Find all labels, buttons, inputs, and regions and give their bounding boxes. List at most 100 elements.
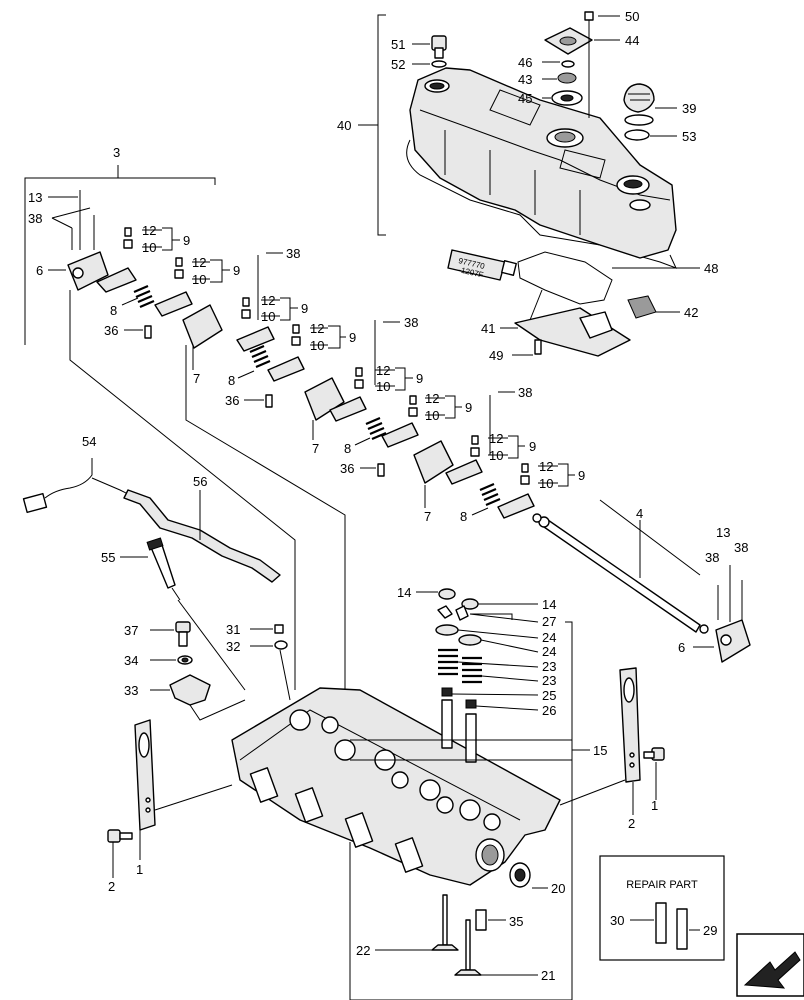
label-25: 25 (542, 688, 556, 703)
rocker-support-left (67, 190, 109, 291)
valve-cover-group (358, 14, 677, 269)
label-38-right-a: 38 (705, 550, 719, 565)
label-10-h: 10 (539, 476, 553, 491)
label-12-h: 12 (539, 459, 553, 474)
label-23-a: 23 (542, 659, 556, 674)
label-12-e: 12 (376, 363, 390, 378)
label-9-b: 9 (233, 263, 240, 278)
label-24-b: 24 (542, 644, 556, 659)
oil-filler-cap (623, 83, 655, 141)
bolt-37 (175, 621, 191, 647)
label-4: 4 (636, 506, 643, 521)
label-7-c: 7 (424, 509, 431, 524)
lifting-eye-right (619, 667, 641, 783)
lifting-eye-left (134, 719, 156, 831)
label-40: 40 (337, 118, 351, 133)
label-7-b: 7 (312, 441, 319, 456)
label-38-a: 38 (286, 246, 300, 261)
label-48: 48 (704, 261, 718, 276)
rocker-shaft (532, 499, 709, 634)
cylinder-head (231, 687, 561, 886)
block-42 (627, 295, 657, 319)
label-9-a: 9 (183, 233, 190, 248)
label-8-c: 8 (344, 441, 351, 456)
label-38-c: 38 (518, 385, 532, 400)
label-12-a: 12 (142, 223, 156, 238)
label-8-b: 8 (228, 373, 235, 388)
label-8-a: 8 (110, 303, 117, 318)
sealant-tube: 977770 -1207F (447, 249, 517, 281)
label-56: 56 (193, 474, 207, 489)
rocker-group-1 (96, 227, 193, 317)
label-30: 30 (610, 913, 624, 928)
label-52: 52 (391, 57, 405, 72)
label-2-right: 2 (628, 816, 635, 831)
arrow-next-icon[interactable] (736, 933, 804, 997)
cover-gasket (517, 251, 613, 305)
label-53: 53 (682, 129, 696, 144)
label-9-d: 9 (349, 330, 356, 345)
label-44: 44 (625, 33, 639, 48)
label-12-g: 12 (489, 431, 503, 446)
baffle-plate (514, 289, 631, 357)
label-21: 21 (541, 968, 555, 983)
label-45: 45 (518, 91, 532, 106)
label-36-c: 36 (340, 461, 354, 476)
repair-part-box: REPAIR PART (599, 855, 725, 961)
label-55: 55 (101, 550, 115, 565)
label-9-e: 9 (416, 371, 423, 386)
rocker-leaders (121, 227, 575, 516)
label-9-f: 9 (465, 400, 472, 415)
glow-plug (146, 537, 181, 601)
label-12-d: 12 (310, 321, 324, 336)
label-2-left: 2 (108, 879, 115, 894)
part-labels: 50 44 51 52 46 43 45 39 53 40 48 42 41 4… (28, 9, 748, 983)
label-29: 29 (703, 923, 717, 938)
breather-plug (431, 35, 447, 68)
label-22: 22 (356, 943, 370, 958)
label-10-b: 10 (192, 272, 206, 287)
label-3: 3 (113, 145, 120, 160)
label-1-left: 1 (136, 862, 143, 877)
bolt-2-left (107, 829, 133, 843)
label-49: 49 (489, 348, 503, 363)
label-34: 34 (124, 653, 138, 668)
label-9-g: 9 (529, 439, 536, 454)
label-27: 27 (542, 614, 556, 629)
glow-plug-harness (22, 458, 281, 583)
label-10-g: 10 (489, 448, 503, 463)
rocker-group-2 (182, 255, 305, 382)
rocker-group-4 (413, 395, 535, 519)
label-50: 50 (625, 9, 639, 24)
label-38-right-b: 38 (734, 540, 748, 555)
label-35: 35 (509, 914, 523, 929)
rocker-group-3 (304, 320, 419, 448)
bolt-2-right (643, 747, 665, 761)
label-12-f: 12 (425, 391, 439, 406)
label-7-a: 7 (193, 371, 200, 386)
label-33: 33 (124, 683, 138, 698)
label-41: 41 (481, 321, 495, 336)
rocker-support-right (715, 565, 751, 663)
label-23-b: 23 (542, 673, 556, 688)
repair-part-title: REPAIR PART (626, 879, 698, 891)
label-6-right: 6 (678, 640, 685, 655)
label-38-left: 38 (28, 211, 42, 226)
label-8-d: 8 (460, 509, 467, 524)
label-13: 13 (28, 190, 42, 205)
label-36-a: 36 (104, 323, 118, 338)
label-46: 46 (518, 55, 532, 70)
cap-plate (544, 11, 594, 118)
valve-21 (454, 919, 482, 976)
label-10-f: 10 (425, 408, 439, 423)
label-12-c: 12 (261, 293, 275, 308)
injector-clamp (169, 674, 211, 706)
label-10-c: 10 (261, 309, 275, 324)
label-42: 42 (684, 305, 698, 320)
label-54: 54 (82, 434, 96, 449)
seal-43 (557, 72, 577, 84)
label-10-e: 10 (376, 379, 390, 394)
label-14-b: 14 (542, 597, 556, 612)
label-39: 39 (682, 101, 696, 116)
